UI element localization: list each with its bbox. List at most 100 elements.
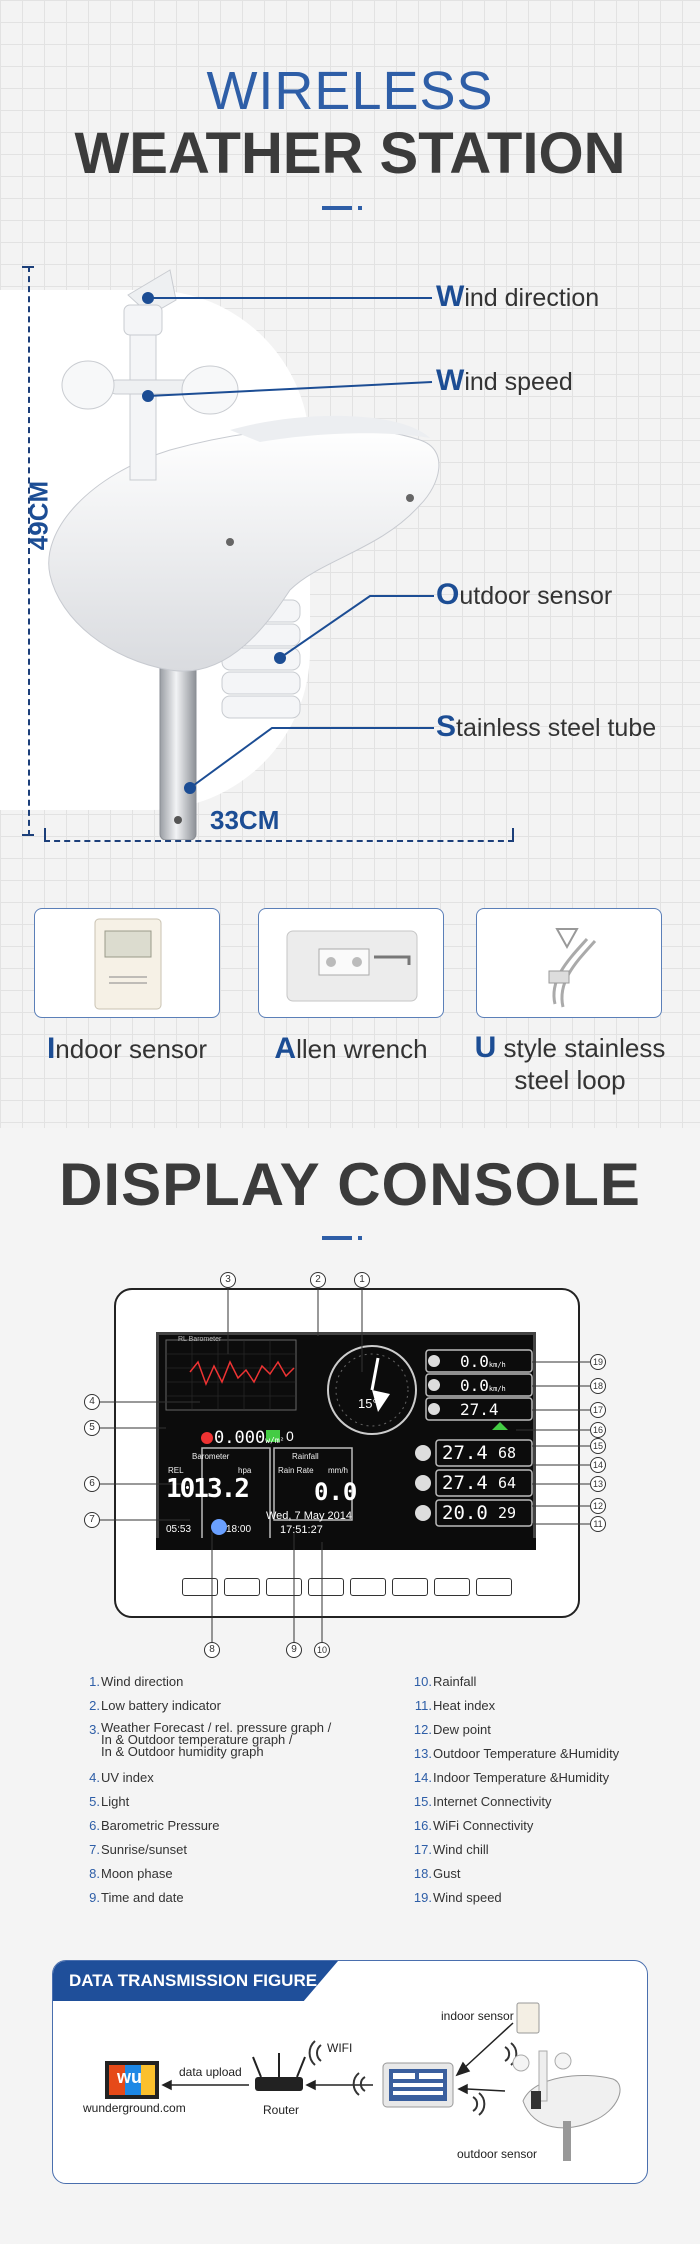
legend-item: 4.UV index — [89, 1770, 154, 1785]
barometer-label: Barometer — [192, 1452, 230, 1461]
date-value: Wed, 7 May 2014 — [266, 1510, 353, 1522]
graph-label: RL Barometer — [178, 1336, 222, 1343]
wind-speed-value: 0.0km/h — [460, 1352, 506, 1371]
height-dimension-cap-bottom — [22, 834, 34, 836]
width-label: 33CM — [210, 805, 280, 835]
callout-outdoor-sensor: Outdoor sensor — [436, 578, 613, 611]
legend-item: 11.Heat index — [414, 1698, 496, 1713]
legend-item: 12.Dew point — [413, 1722, 491, 1737]
width-dimension-line — [44, 840, 514, 842]
console-figure: RL Barometer 15° 0.000w/m² 0 Barometer R… — [80, 1262, 620, 1662]
legend-item: 13.Outdoor Temperature &Humidity — [413, 1746, 620, 1761]
callout-number: 4 — [84, 1394, 100, 1410]
console-button[interactable] — [476, 1578, 512, 1596]
light-value: 0 — [286, 1428, 294, 1444]
rain-rate-label: Rain Rate — [278, 1466, 314, 1475]
wu-logo-icon: wu — [117, 2067, 142, 2087]
sunrise-value: 05:53 — [166, 1524, 192, 1535]
width-dimension-cap-right — [512, 828, 514, 842]
legend-item: 2.Low battery indicator — [89, 1698, 221, 1713]
callout-wind-speed: Wind speed — [436, 364, 573, 397]
legend-item: 1.Wind direction — [89, 1674, 184, 1689]
allen-wrench-label: Allen wrench — [274, 1032, 428, 1065]
callout-number: 16 — [590, 1422, 606, 1438]
height-dimension-cap-top — [22, 266, 34, 268]
u-loop-image — [548, 928, 597, 1008]
callout-number: 19 — [590, 1354, 606, 1370]
legend-item: 18.Gust — [413, 1866, 461, 1881]
callout-number: 12 — [590, 1498, 606, 1514]
router-text: Router — [263, 2103, 300, 2117]
console-button[interactable] — [182, 1578, 218, 1596]
console-button[interactable] — [350, 1578, 386, 1596]
data-transmission-tab: DATA TRANSMISSION FIGURE — [53, 1961, 338, 2001]
indoor-sensor-box — [34, 908, 220, 1018]
title-wireless: WIRELESS — [206, 61, 494, 121]
wind-chill-value: 27.4 — [460, 1400, 499, 1419]
callout-number: 5 — [84, 1420, 100, 1436]
outdoor-sensor-text: outdoor sensor — [457, 2147, 538, 2161]
time-value: 17:51:27 — [280, 1524, 323, 1536]
legend-item: 9.Time and date — [89, 1890, 184, 1905]
legend-item: 3.Weather Forecast / rel. pressure graph… — [89, 1720, 332, 1759]
outdoor-temp-value: 27.4 — [442, 1442, 488, 1464]
legend-item: 19.Wind speed — [413, 1890, 502, 1905]
display-console-title: DISPLAY CONSOLE — [59, 1151, 641, 1218]
gust-value: 0.0km/h — [460, 1376, 506, 1395]
callout-number: 1 — [354, 1272, 370, 1288]
transmission-diagram — [105, 2002, 621, 2161]
hpa-label: hpa — [238, 1466, 252, 1475]
title-underline-dot — [358, 206, 362, 210]
u-loop-box — [476, 908, 662, 1018]
rel-label: REL — [168, 1466, 184, 1475]
callout-number: 3 — [220, 1272, 236, 1288]
product-section: WIRELESS WEATHER STATION 49CM 33CM — [0, 61, 666, 1096]
weather-station-illustration — [48, 269, 440, 840]
legend-item: 5.Light — [89, 1794, 130, 1809]
console-button[interactable] — [392, 1578, 428, 1596]
callout-number: 15 — [590, 1438, 606, 1454]
console-screen-graphics — [100, 1288, 590, 1646]
callout-number: 11 — [590, 1516, 606, 1532]
wunderground-site-text: wunderground.com — [83, 2101, 186, 2115]
legend-item: 10.Rainfall — [413, 1674, 477, 1689]
sunset-value: 18:00 — [226, 1524, 252, 1535]
callout-number: 6 — [84, 1476, 100, 1492]
legend-item: 16.WiFi Connectivity — [413, 1818, 534, 1833]
height-dimension-line — [28, 266, 30, 836]
title-weather-station: WEATHER STATION — [74, 121, 626, 186]
legend-item: 8.Moon phase — [89, 1866, 173, 1881]
callout-number: 8 — [204, 1642, 220, 1658]
callout-number: 17 — [590, 1402, 606, 1418]
console-title-underline — [322, 1236, 352, 1240]
callout-number: 10 — [314, 1642, 330, 1658]
data-transmission-panel: DATA TRANSMISSION FIGURE — [52, 1960, 648, 2184]
title-underline — [322, 206, 352, 210]
heat-index-value: 29 — [498, 1504, 517, 1522]
callout-number: 9 — [286, 1642, 302, 1658]
width-dimension-cap-left — [44, 828, 46, 842]
console-button[interactable] — [266, 1578, 302, 1596]
console-button[interactable] — [434, 1578, 470, 1596]
indoor-humidity-value: 64 — [498, 1474, 517, 1492]
console-button[interactable] — [308, 1578, 344, 1596]
callout-wind-direction: Wind direction — [436, 280, 600, 313]
pressure-value: 1013.2 — [166, 1474, 250, 1504]
callout-number: 7 — [84, 1512, 100, 1528]
callout-stainless-tube: Stainless steel tube — [436, 710, 657, 743]
console-button-row — [182, 1578, 512, 1596]
legend-right: 10.Rainfall 11.Heat index 12.Dew point 1… — [410, 1674, 690, 1914]
console-title-underline-dot — [358, 1236, 362, 1240]
legend-item: 15.Internet Connectivity — [413, 1794, 552, 1809]
legend-item: 14.Indoor Temperature &Humidity — [413, 1770, 610, 1785]
indoor-sensor-text: indoor sensor — [441, 2009, 514, 2023]
wifi-text: WIFI — [327, 2041, 353, 2055]
legend-left: 1.Wind direction 2.Low battery indicator… — [78, 1674, 378, 1914]
indoor-temp-value: 27.4 — [442, 1472, 488, 1494]
legend-item: 6.Barometric Pressure — [89, 1818, 220, 1833]
console-button[interactable] — [224, 1578, 260, 1596]
dew-point-value: 20.0 — [442, 1502, 488, 1524]
allen-wrench-image — [286, 930, 418, 1002]
rain-unit: mm/h — [328, 1466, 348, 1475]
